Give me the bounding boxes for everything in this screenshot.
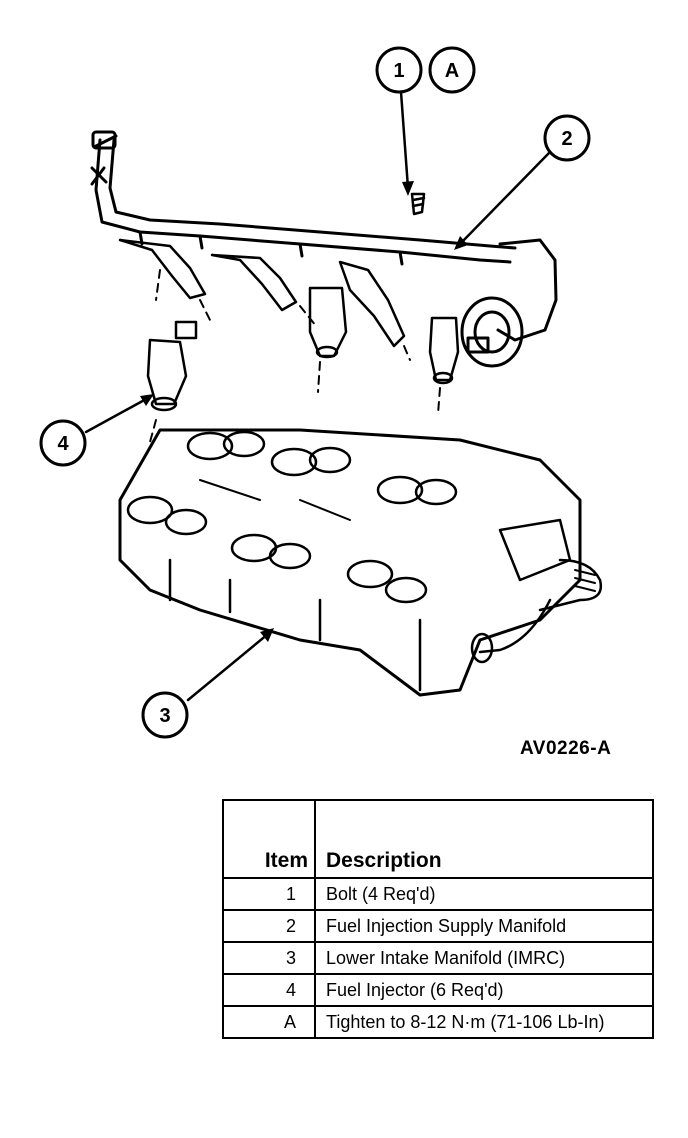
callout-4-circle [39, 419, 87, 467]
callout-4-label: 4 [57, 433, 69, 455]
callout-1-label: 1 [393, 60, 404, 82]
legend-item: 2 [222, 909, 316, 943]
leader-arrowheads [140, 181, 468, 642]
pressure-regulator [460, 238, 558, 368]
legend-item: 1 [222, 877, 316, 911]
legend-row: 2 Fuel Injection Supply Manifold [222, 909, 654, 943]
callout-3-circle [141, 691, 189, 739]
legend-item: A [222, 1005, 316, 1039]
legend-row: 4 Fuel Injector (6 Req'd) [222, 973, 654, 1007]
legend-row: 1 Bolt (4 Req'd) [222, 877, 654, 911]
legend-row: 3 Lower Intake Manifold (IMRC) [222, 941, 654, 975]
legend-item: 4 [222, 973, 316, 1007]
legend-table: Item Description 1 Bolt (4 Req'd) 2 Fuel… [222, 799, 654, 1039]
legend-description: Fuel Injection Supply Manifold [314, 909, 654, 943]
callout-2-label: 2 [561, 128, 572, 150]
leader-lines [84, 90, 551, 702]
callout-3-label: 3 [159, 705, 170, 727]
legend-row: A Tighten to 8-12 N·m (71-106 Lb-In) [222, 1005, 654, 1039]
legend-description: Bolt (4 Req'd) [314, 877, 654, 911]
legend-description: Lower Intake Manifold (IMRC) [314, 941, 654, 975]
exploded-view-diagram: 1 A 2 4 3 [39, 46, 603, 739]
legend-item: 3 [222, 941, 316, 975]
callout-1-circle [375, 46, 423, 94]
callout-a-circle [428, 46, 476, 94]
legend-header-row: Item Description [222, 799, 654, 879]
legend-description: Tighten to 8-12 N·m (71-106 Lb-In) [314, 1005, 654, 1039]
lower-intake-manifold [118, 428, 603, 697]
callout-a-label: A [445, 60, 459, 82]
legend-header-description: Description [314, 799, 654, 879]
callout-2-circle [543, 114, 591, 162]
figure-id: AV0226-A [520, 738, 612, 759]
rail-injectors [118, 238, 460, 385]
legend-header-item: Item [222, 799, 316, 879]
legend-description: Fuel Injector (6 Req'd) [314, 973, 654, 1007]
bolt [410, 192, 426, 216]
loose-injector [146, 320, 198, 443]
injector-centerlines [155, 269, 441, 415]
